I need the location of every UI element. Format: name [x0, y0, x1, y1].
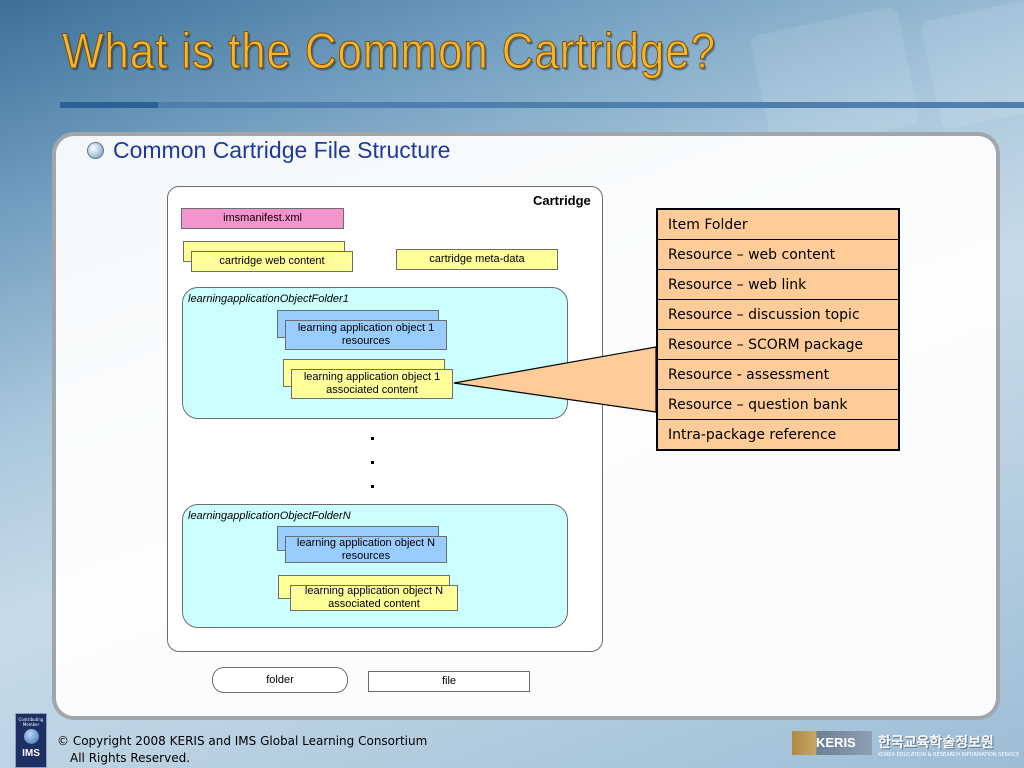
manifest-file-label: imsmanifest.xml: [223, 212, 302, 224]
table-row: Resource – SCORM package: [656, 329, 900, 360]
folder-1-content-file: learning application object 1 associated…: [291, 369, 453, 399]
legend-folder: folder: [212, 667, 348, 693]
ellipsis-dot: [371, 437, 374, 440]
web-content-file-label: cartridge web content: [219, 255, 325, 267]
resource-type-cell: Resource – web link: [656, 269, 900, 300]
legend-file-label: file: [441, 675, 457, 687]
ims-logo: Contributing Member IMS: [15, 713, 47, 768]
copyright-notice: © Copyright 2008 KERIS and IMS Global Le…: [57, 733, 427, 767]
folder-n-content-label: learning application object N associated…: [304, 585, 444, 610]
learning-object-folder-n: [182, 504, 568, 628]
legend-folder-label: folder: [266, 674, 294, 686]
learning-object-folder-1: [182, 287, 568, 419]
web-content-file: cartridge web content: [191, 251, 353, 272]
folder-1-resources-label: learning application object 1 resources: [297, 322, 435, 347]
title-underline-accent: [60, 102, 158, 108]
resource-type-cell: Intra-package reference: [656, 419, 900, 451]
copyright-line-1: © Copyright 2008 KERIS and IMS Global Le…: [57, 734, 428, 748]
folder-n-resources-label: learning application object N resources: [296, 536, 436, 562]
resource-type-table: Item Folder Resource – web content Resou…: [656, 208, 900, 451]
resource-type-cell: Resource - assessment: [656, 359, 900, 390]
ellipsis-dot: [371, 461, 374, 464]
globe-icon: [24, 729, 39, 744]
legend-file: file: [368, 671, 530, 692]
table-row: Resource – web link: [656, 269, 900, 300]
table-row: Intra-package reference: [656, 419, 900, 451]
meta-data-file: cartridge meta-data: [396, 249, 558, 270]
slide-title: What is the Common Cartridge?: [62, 23, 716, 80]
table-row: Resource – question bank: [656, 389, 900, 420]
folder-n-content-file: learning application object N associated…: [290, 585, 458, 611]
table-row: Item Folder: [656, 208, 900, 240]
folder-n-resources-file: learning application object N resources: [285, 536, 447, 563]
learning-object-folder-1-label: learningapplicationObjectFolder1: [188, 293, 349, 305]
manifest-file: imsmanifest.xml: [181, 208, 344, 229]
folder-1-resources-file: learning application object 1 resources: [285, 320, 447, 350]
ellipsis-dot: [371, 485, 374, 488]
keris-logo: KERIS: [792, 731, 872, 755]
resource-type-cell: Item Folder: [656, 208, 900, 240]
resource-type-cell: Resource – SCORM package: [656, 329, 900, 360]
ims-logo-word: IMS: [22, 748, 40, 759]
title-underline: [60, 102, 1024, 108]
meta-data-file-label: cartridge meta-data: [429, 253, 525, 265]
bullet-circle-icon: [87, 142, 104, 159]
resource-type-cell: Resource – discussion topic: [656, 299, 900, 330]
keris-logo-text: KERIS: [816, 735, 856, 750]
table-row: Resource – discussion topic: [656, 299, 900, 330]
keris-korean-name: 한국교육학술정보원: [878, 735, 994, 751]
table-row: Resource - assessment: [656, 359, 900, 390]
slide-subtitle: Common Cartridge File Structure: [113, 137, 451, 163]
keris-english-name: KOREA EDUCATION & RESEARCH INFORMATION S…: [878, 752, 1020, 758]
ims-logo-top-text: Contributing Member: [18, 717, 44, 727]
learning-object-folder-n-label: learningapplicationObjectFolderN: [188, 510, 351, 522]
cartridge-label: Cartridge: [533, 193, 591, 208]
resource-type-cell: Resource – question bank: [656, 389, 900, 420]
folder-1-content-label: learning application object 1 associated…: [303, 371, 441, 396]
resource-type-cell: Resource – web content: [656, 239, 900, 270]
table-row: Resource – web content: [656, 239, 900, 270]
background-key-shape: [919, 0, 1024, 131]
copyright-line-2: All Rights Reserved.: [70, 751, 191, 765]
